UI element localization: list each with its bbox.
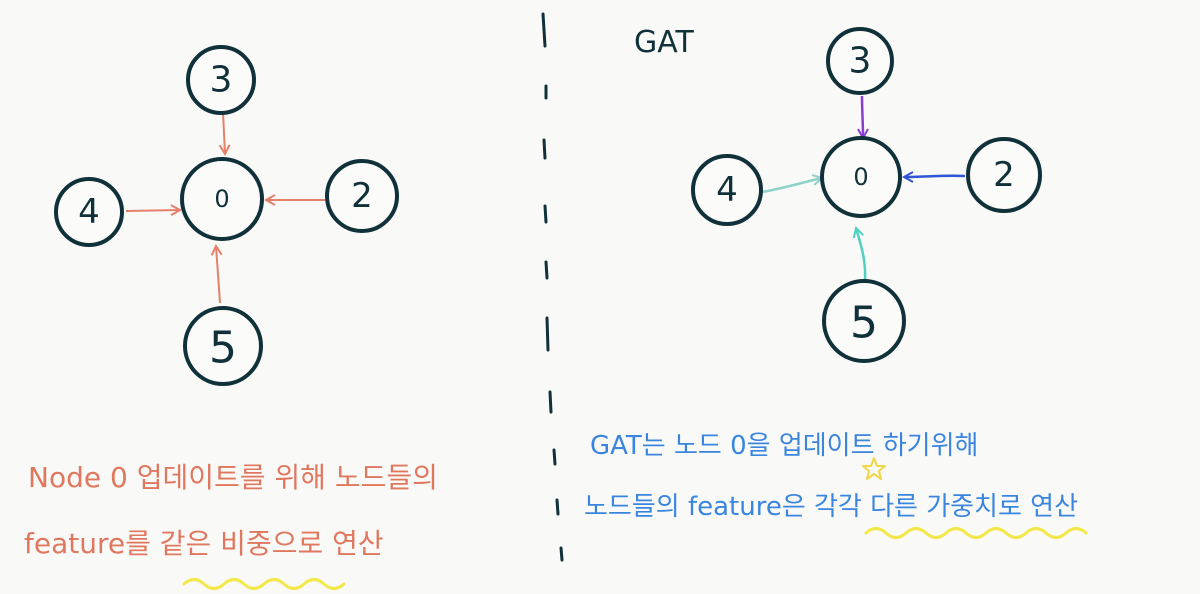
right-node-0: 0 (820, 136, 902, 218)
gat-title: GAT (634, 25, 694, 60)
right-node-5-label: 5 (850, 298, 878, 349)
right-highlight-squiggle (864, 527, 1088, 539)
left-graph: 3 4 0 2 5 (54, 45, 399, 386)
right-caption-line2-prefix: 노드들의 feature은 (584, 492, 814, 522)
right-caption-line2-suffix: 연산 (1021, 492, 1078, 522)
left-caption-emphasis: 같은 비중으로 (159, 527, 324, 560)
right-edge-3-to-0 (862, 95, 863, 138)
right-node-3: 3 (826, 27, 894, 95)
right-node-3-label: 3 (849, 41, 872, 82)
left-node-2-label: 2 (351, 176, 373, 216)
star-icon (862, 457, 886, 480)
right-node-2-label: 2 (993, 155, 1015, 195)
right-edge-2-to-0 (904, 176, 966, 177)
left-node-3: 3 (186, 45, 256, 115)
left-caption-line1: Node 0 업데이트를 위해 노드들의 (28, 461, 438, 494)
right-caption-emphasis: 각각 다른 가중치로 (814, 492, 1022, 522)
left-caption-line2-suffix: 연산 (323, 527, 384, 560)
left-edge-5-to-0 (216, 246, 220, 304)
left-caption-line2-prefix: feature를 (24, 527, 160, 560)
left-node-4: 4 (54, 177, 124, 247)
right-caption-line1: GAT는 노드 0을 업데이트 하기위해 (590, 431, 979, 461)
left-node-4-label: 4 (78, 192, 100, 232)
right-node-4: 4 (691, 154, 763, 226)
panel-divider (541, 12, 564, 562)
right-graph: 3 4 0 2 5 (691, 27, 1042, 363)
left-node-2: 2 (325, 159, 399, 233)
right-node-0-label: 0 (853, 163, 868, 191)
left-node-5-label: 5 (209, 323, 237, 374)
left-node-5: 5 (183, 306, 263, 386)
left-caption-line2: feature를 같은 비중으로 연산 (24, 522, 384, 562)
left-node-3-label: 3 (210, 60, 233, 101)
left-node-0: 0 (180, 157, 264, 241)
left-highlight-squiggle (182, 578, 346, 590)
right-node-5: 5 (822, 279, 906, 363)
left-node-0-label: 0 (214, 185, 229, 213)
right-edge-5-to-0 (856, 228, 867, 281)
left-edge-3-to-0 (223, 111, 225, 154)
right-edge-4-to-0 (761, 178, 822, 194)
right-node-4-label: 4 (716, 170, 738, 210)
left-edge-4-to-0 (125, 210, 180, 211)
right-node-2: 2 (966, 137, 1042, 213)
right-caption-line2: 노드들의 feature은 각각 다른 가중치로 연산 (584, 486, 1078, 523)
